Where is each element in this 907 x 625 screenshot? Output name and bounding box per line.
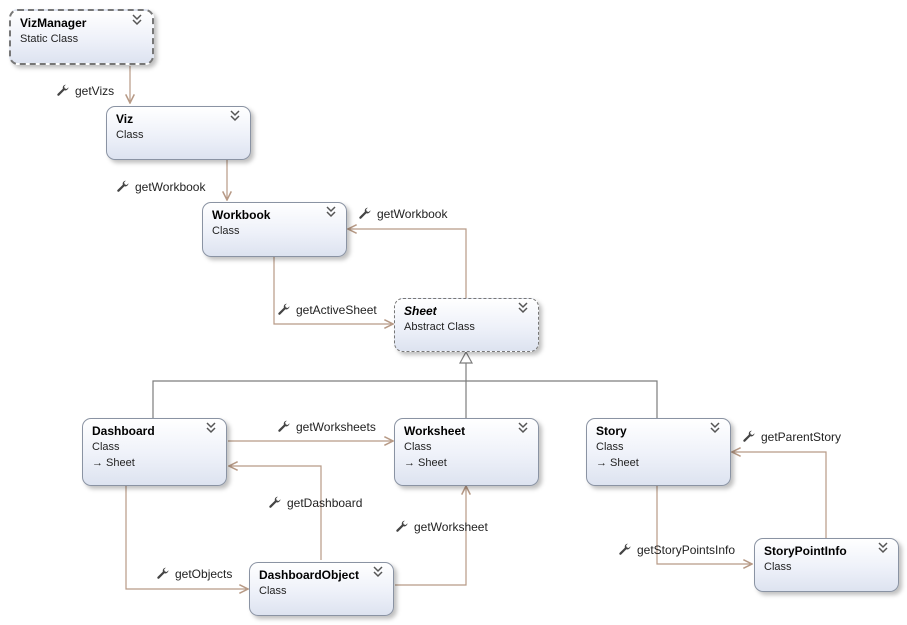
chevron-double-down-icon[interactable] <box>229 109 241 123</box>
class-name: VizManager <box>20 16 87 30</box>
wrench-icon <box>269 496 281 508</box>
class-name: Workbook <box>212 208 271 222</box>
chevron-double-down-icon[interactable] <box>709 421 721 435</box>
class-viz[interactable]: Viz Class <box>106 106 251 160</box>
edge-getworksheet <box>395 486 466 586</box>
chevron-double-down-icon[interactable] <box>325 205 337 219</box>
edge-getactivesheet <box>273 257 393 324</box>
label-getstorypointsinfo[interactable]: getStoryPointsInfo <box>618 543 735 557</box>
class-name: Viz <box>116 112 134 126</box>
label-getdashboard[interactable]: getDashboard <box>268 496 362 510</box>
class-storypointinfo[interactable]: StoryPointInfo Class <box>754 538 899 592</box>
label-text: getWorkbook <box>135 180 206 194</box>
chevron-double-down-icon[interactable] <box>517 301 529 315</box>
class-kind: Abstract Class <box>404 321 475 333</box>
label-text: getWorkbook <box>377 207 448 221</box>
wrench-icon <box>278 303 290 315</box>
inheritance-triangle <box>458 350 474 364</box>
label-text: getDashboard <box>287 496 363 510</box>
class-worksheet[interactable]: Worksheet Class → Sheet <box>394 418 539 486</box>
class-kind: Class <box>92 441 120 453</box>
label-text: getParentStory <box>761 430 842 444</box>
class-workbook[interactable]: Workbook Class <box>202 202 347 257</box>
class-kind: Class <box>212 225 240 237</box>
edge-inherit-story <box>466 380 658 418</box>
wrench-icon <box>57 84 69 96</box>
edge-getstorypointsinfo <box>656 486 752 564</box>
wrench-icon <box>117 180 129 192</box>
label-text: getActiveSheet <box>296 303 377 317</box>
label-getparentstory[interactable]: getParentStory <box>742 430 841 444</box>
class-name: StoryPointInfo <box>764 544 847 558</box>
class-story[interactable]: Story Class → Sheet <box>586 418 731 486</box>
base-class: → Sheet <box>596 457 639 469</box>
class-name: Worksheet <box>404 424 466 438</box>
wrench-icon <box>278 420 290 432</box>
base-class: → Sheet <box>404 457 447 469</box>
edge-getparentstory <box>732 452 827 540</box>
chevron-double-down-icon[interactable] <box>372 565 384 579</box>
wrench-icon <box>743 430 755 442</box>
class-name: Story <box>596 424 627 438</box>
class-name: Dashboard <box>92 424 155 438</box>
class-sheet[interactable]: Sheet Abstract Class <box>394 298 539 352</box>
edge-getworkbook-sheet <box>348 229 467 298</box>
label-text: getStoryPointsInfo <box>637 543 736 557</box>
wrench-icon <box>396 520 408 532</box>
class-kind: Static Class <box>20 33 79 45</box>
wrench-icon <box>157 567 169 579</box>
chevron-double-down-icon[interactable] <box>205 421 217 435</box>
label-getworksheets[interactable]: getWorksheets <box>277 420 376 434</box>
class-kind: Class <box>596 441 624 453</box>
edge-getobjects <box>125 486 248 589</box>
label-text: getWorksheet <box>414 520 488 534</box>
chevron-double-down-icon[interactable] <box>517 421 529 435</box>
label-getworkbook-sheet[interactable]: getWorkbook <box>358 207 447 221</box>
label-text: getObjects <box>175 567 233 581</box>
edge-getdashboard <box>229 466 322 560</box>
class-kind: Class <box>259 585 287 597</box>
base-class: → Sheet <box>92 457 135 469</box>
label-getworksheet[interactable]: getWorksheet <box>395 520 488 534</box>
wrench-icon <box>619 543 631 555</box>
edge-inherit-dashboard <box>152 380 466 418</box>
class-name: DashboardObject <box>259 568 360 582</box>
class-kind: Class <box>404 441 432 453</box>
class-dashboard[interactable]: Dashboard Class → Sheet <box>82 418 227 486</box>
label-getactivesheet[interactable]: getActiveSheet <box>277 303 377 317</box>
class-name: Sheet <box>404 304 437 318</box>
class-kind: Class <box>764 561 792 573</box>
label-getvizs[interactable]: getVizs <box>56 84 114 98</box>
chevron-double-down-icon[interactable] <box>877 541 889 555</box>
class-dashboardobject[interactable]: DashboardObject Class <box>249 562 394 616</box>
class-vizmanager[interactable]: VizManager Static Class <box>9 9 154 65</box>
chevron-double-down-icon[interactable] <box>131 13 143 27</box>
label-getobjects[interactable]: getObjects <box>156 567 232 581</box>
wrench-icon <box>359 207 371 219</box>
class-kind: Class <box>116 129 144 141</box>
label-getworkbook-viz[interactable]: getWorkbook <box>116 180 205 194</box>
label-text: getWorksheets <box>296 420 376 434</box>
label-text: getVizs <box>75 84 115 98</box>
